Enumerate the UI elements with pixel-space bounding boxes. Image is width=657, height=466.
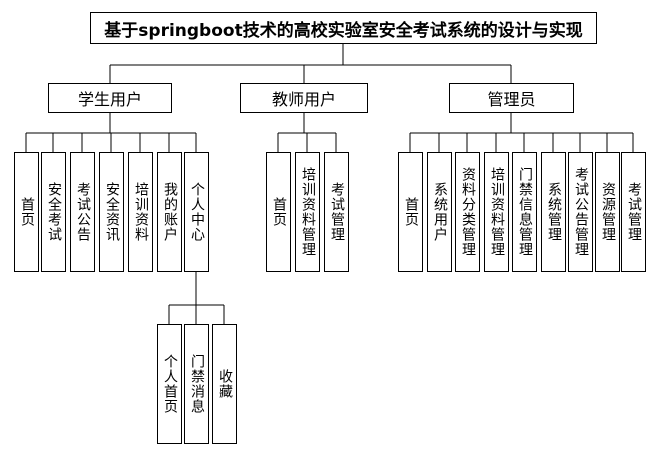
student-item-home: 首页 <box>14 152 39 272</box>
admin-item-exam-mgmt: 考试管理 <box>621 152 646 272</box>
diagram-title: 基于springboot技术的高校实验室安全考试系统的设计与实现 <box>90 12 597 44</box>
admin-item-system-mgmt: 系统管理 <box>541 152 566 272</box>
admin-item-training-materials-mgmt: 培训资料管理 <box>484 152 509 272</box>
group-teacher-user: 教师用户 <box>240 83 368 113</box>
teacher-item-exam-mgmt: 考试管理 <box>324 152 349 272</box>
admin-item-exam-notice-mgmt: 考试公告管理 <box>568 152 593 272</box>
student-item-my-account: 我的账户 <box>157 152 182 272</box>
admin-item-home: 首页 <box>398 152 423 272</box>
admin-item-access-info-mgmt: 门禁信息管理 <box>512 152 537 272</box>
teacher-item-training-materials-mgmt: 培训资料管理 <box>295 152 320 272</box>
student-item-training-materials: 培训资料 <box>128 152 153 272</box>
student-item-safety-exam: 安全考试 <box>41 152 66 272</box>
personal-center-item-access-messages: 门禁消息 <box>184 324 209 444</box>
admin-item-resource-mgmt: 资源管理 <box>595 152 620 272</box>
personal-center-item-favorites: 收藏 <box>212 324 237 444</box>
admin-item-material-category-mgmt: 资料分类管理 <box>455 152 480 272</box>
group-student-user: 学生用户 <box>48 83 172 113</box>
group-admin: 管理员 <box>449 83 574 113</box>
teacher-item-home: 首页 <box>266 152 291 272</box>
student-item-exam-notice: 考试公告 <box>70 152 95 272</box>
student-item-personal-center: 个人中心 <box>184 152 209 272</box>
student-item-safety-news: 安全资讯 <box>99 152 124 272</box>
personal-center-item-personal-home: 个人首页 <box>157 324 182 444</box>
admin-item-system-users: 系统用户 <box>427 152 452 272</box>
